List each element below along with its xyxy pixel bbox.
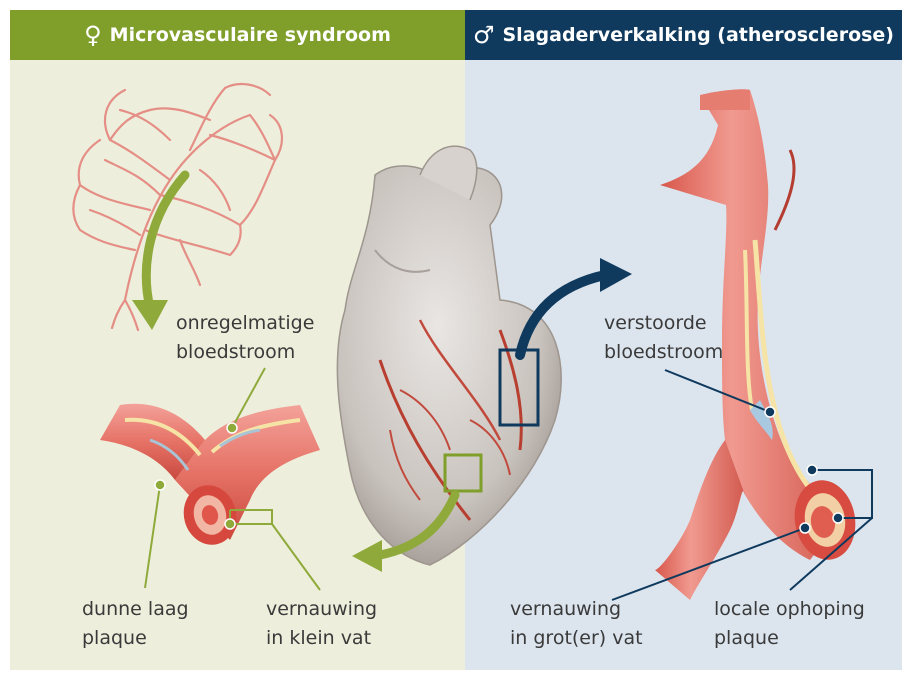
label-narrowing-small: vernauwing in klein vat — [266, 595, 377, 653]
label-thin-plaque: dunne laag plaque — [82, 595, 189, 653]
capillary-network-icon — [73, 84, 282, 330]
label-line: bloedstroom — [604, 338, 723, 367]
label-line: plaque — [714, 624, 865, 653]
label-line: locale ophoping — [714, 595, 865, 624]
label-irregular-bloodflow: onregelmatige bloedstroom — [176, 309, 314, 367]
label-line: dunne laag — [82, 595, 189, 624]
label-line: verstoorde — [604, 309, 723, 338]
label-line: vernauwing — [266, 595, 377, 624]
label-line: in grot(er) vat — [510, 624, 643, 653]
small-vessel-icon — [100, 404, 320, 551]
label-line: in klein vat — [266, 624, 377, 653]
label-line: plaque — [82, 624, 189, 653]
label-line: bloedstroom — [176, 338, 314, 367]
label-line: vernauwing — [510, 595, 643, 624]
label-narrowing-large: vernauwing in grot(er) vat — [510, 595, 643, 653]
label-line: onregelmatige — [176, 309, 314, 338]
label-local-plaque: locale ophoping plaque — [714, 595, 865, 653]
label-disturbed-bloodflow: verstoorde bloedstroom — [604, 309, 723, 367]
